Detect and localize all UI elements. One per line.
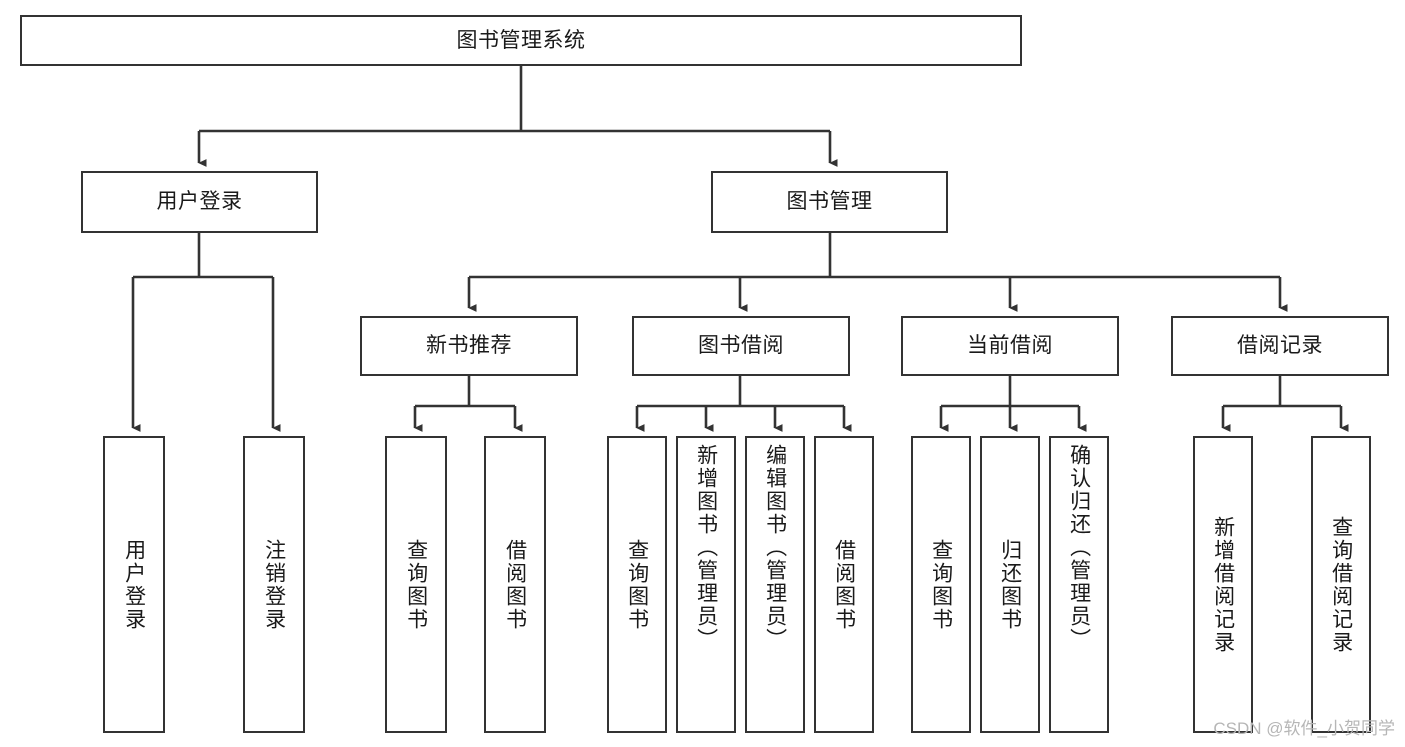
node-label: 借阅图书 bbox=[503, 538, 527, 631]
node-label: 图书管理系统 bbox=[456, 28, 586, 52]
leaf-current-confirm-return-admin[interactable]: 确认归还（管理员） bbox=[1049, 436, 1109, 733]
node-label: 用户登录 bbox=[122, 538, 146, 631]
node-label: 查询借阅记录 bbox=[1329, 515, 1353, 654]
node-root-system[interactable]: 图书管理系统 bbox=[20, 15, 1022, 66]
leaf-record-query-record[interactable]: 查询借阅记录 bbox=[1311, 436, 1371, 733]
node-label: 新书推荐 bbox=[426, 334, 512, 358]
node-label: 新增借阅记录 bbox=[1211, 515, 1235, 654]
node-label: 借阅图书 bbox=[832, 538, 856, 631]
node-label: 新增图书（管理员） bbox=[694, 444, 718, 651]
watermark-text: CSDN @软件_小贺同学 bbox=[1213, 719, 1395, 738]
node-label: 注销登录 bbox=[262, 538, 286, 631]
node-label: 图书管理 bbox=[786, 190, 873, 214]
node-book-management[interactable]: 图书管理 bbox=[711, 171, 948, 233]
leaf-recommend-query-book[interactable]: 查询图书 bbox=[385, 436, 447, 733]
node-label: 编辑图书（管理员） bbox=[763, 444, 787, 651]
leaf-borrow-borrow-book[interactable]: 借阅图书 bbox=[814, 436, 874, 733]
node-label: 查询图书 bbox=[625, 538, 649, 631]
leaf-record-add-record[interactable]: 新增借阅记录 bbox=[1193, 436, 1253, 733]
leaf-current-query-book[interactable]: 查询图书 bbox=[911, 436, 971, 733]
node-book-borrow[interactable]: 图书借阅 bbox=[632, 316, 850, 376]
leaf-borrow-query-book[interactable]: 查询图书 bbox=[607, 436, 667, 733]
leaf-borrow-add-book-admin[interactable]: 新增图书（管理员） bbox=[676, 436, 736, 733]
node-borrow-record[interactable]: 借阅记录 bbox=[1171, 316, 1389, 376]
leaf-borrow-edit-book-admin[interactable]: 编辑图书（管理员） bbox=[745, 436, 805, 733]
node-label: 查询图书 bbox=[929, 538, 953, 631]
node-label: 图书借阅 bbox=[698, 334, 784, 358]
leaf-user-login[interactable]: 用户登录 bbox=[103, 436, 165, 733]
node-label: 查询图书 bbox=[404, 538, 428, 631]
leaf-recommend-borrow-book[interactable]: 借阅图书 bbox=[484, 436, 546, 733]
leaf-user-logout[interactable]: 注销登录 bbox=[243, 436, 305, 733]
node-label: 当前借阅 bbox=[967, 334, 1053, 358]
node-new-book-recommend[interactable]: 新书推荐 bbox=[360, 316, 578, 376]
node-label: 确认归还（管理员） bbox=[1067, 444, 1091, 651]
node-user-login[interactable]: 用户登录 bbox=[81, 171, 318, 233]
node-current-borrow[interactable]: 当前借阅 bbox=[901, 316, 1119, 376]
node-label: 借阅记录 bbox=[1237, 334, 1323, 358]
node-label: 用户登录 bbox=[156, 190, 243, 214]
node-label: 归还图书 bbox=[998, 538, 1022, 631]
leaf-current-return-book[interactable]: 归还图书 bbox=[980, 436, 1040, 733]
